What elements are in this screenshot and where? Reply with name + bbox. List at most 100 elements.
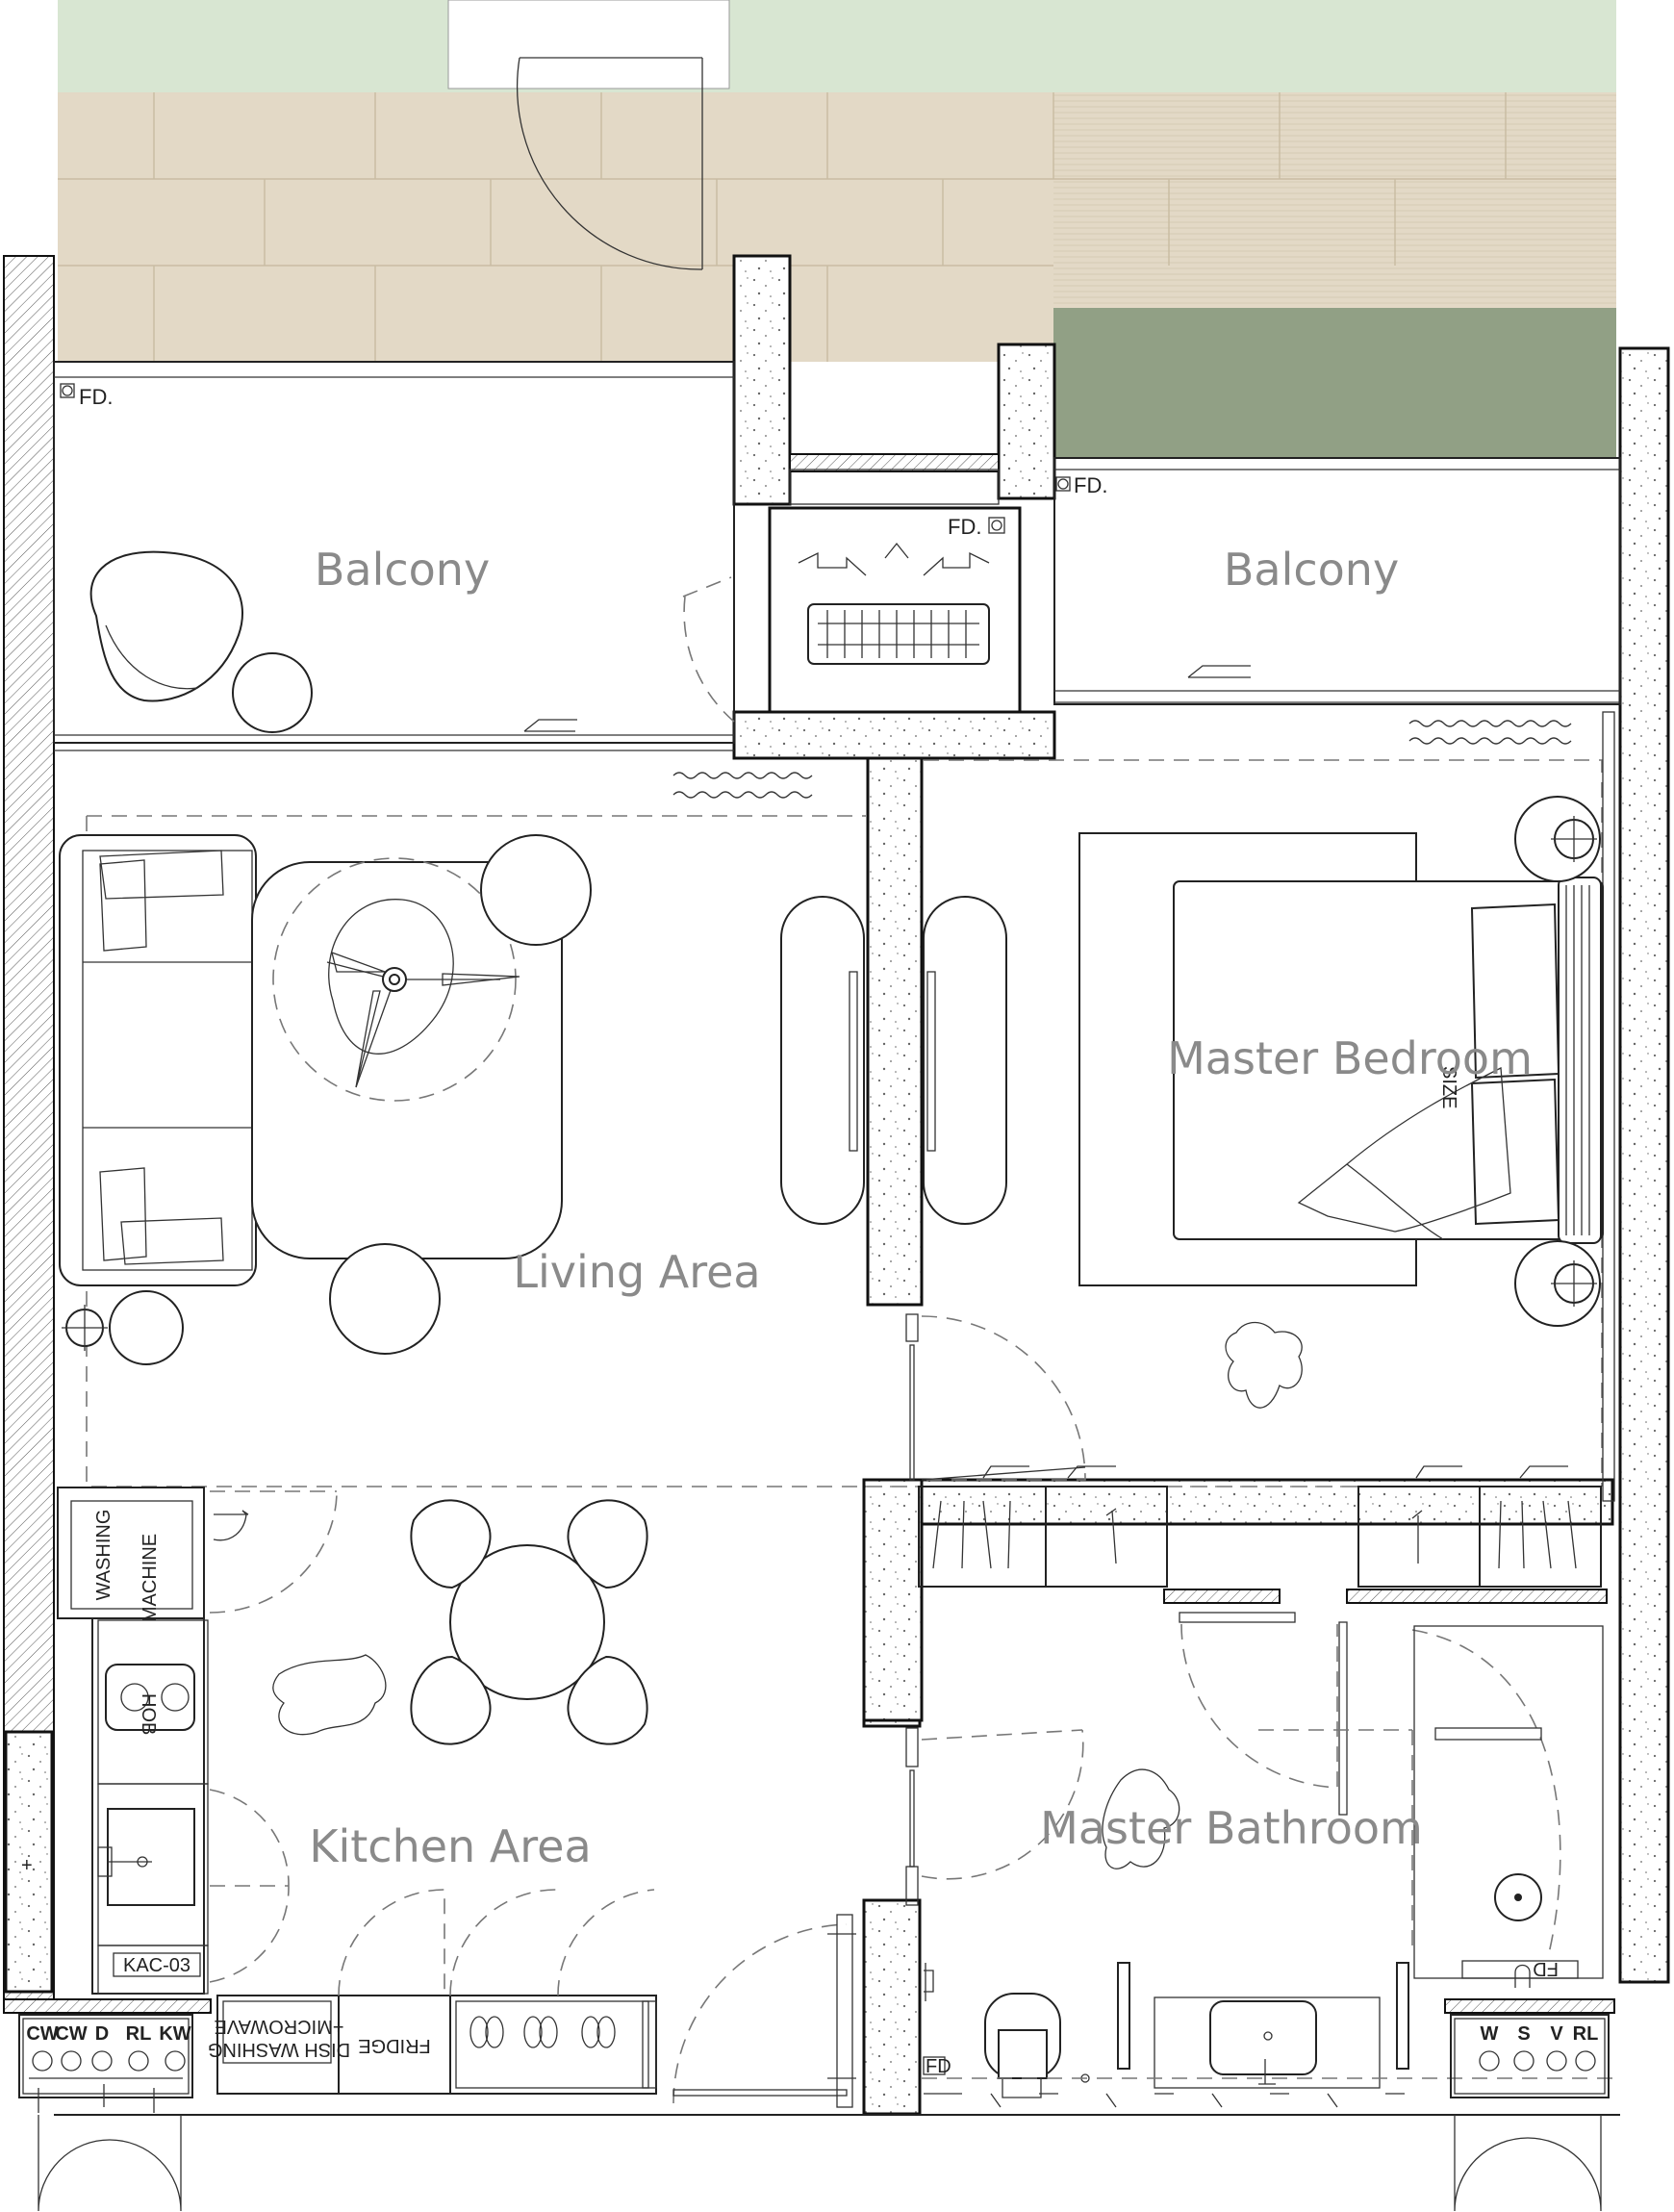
label-living-area: Living Area [513, 1246, 760, 1298]
floor-drain-tag: FD. [948, 515, 981, 539]
meter-label: RL [126, 2023, 152, 2045]
kitchen-code-tag: KAC-03 [123, 1955, 190, 1976]
hob [105, 1664, 195, 1731]
meter-label: CW [26, 2023, 58, 2045]
side-table [480, 834, 592, 946]
left-wall [3, 255, 55, 2006]
partition-bath-lower [862, 1898, 922, 2116]
bottom-left-wall [3, 1998, 212, 2014]
svg-text:+: + [21, 1855, 33, 1876]
right-wall [1618, 346, 1670, 1984]
bath-mat [1102, 1768, 1180, 1869]
central-pier-right [997, 343, 1056, 500]
ac-unit: FD. [789, 469, 1005, 665]
vanity [1154, 1996, 1381, 2089]
side-table [329, 1243, 441, 1355]
meter-label: RL [1573, 2023, 1599, 2045]
floor-drain-tag: FD [926, 2056, 951, 2077]
dish-washing-tag: +MICROWAVE [214, 2016, 343, 2037]
meter-label: S [1517, 2023, 1530, 2045]
pillow [1470, 1078, 1560, 1226]
label-balcony-left: Balcony [315, 544, 490, 596]
gate-swing-arc [517, 57, 703, 270]
washing-machine-tag: MACHINE [140, 1534, 161, 1622]
meter-label: D [95, 2023, 109, 2045]
curtain-track [672, 772, 813, 799]
floor-drain-tag: FD. [1074, 473, 1107, 497]
dining-chair [410, 1499, 492, 1589]
deck-board-joints [58, 92, 1616, 362]
dining-chair [410, 1655, 492, 1745]
central-pier [732, 254, 792, 506]
kitchen-mat [272, 1654, 387, 1736]
tiles-edge [924, 2093, 1405, 2108]
bed-size-tag: SIZE [1438, 1066, 1459, 1108]
lawn-light [58, 0, 1616, 92]
swivel-chair [328, 899, 454, 1055]
shower-enclosure [1413, 1625, 1604, 1979]
dining-chair [567, 1499, 648, 1589]
partition-living-bedroom [866, 756, 924, 1307]
lounge-chair [89, 550, 243, 702]
deck-grain [1053, 92, 1616, 308]
washing-machine-tag: WASHING [93, 1510, 114, 1601]
side-table [232, 652, 313, 733]
lawn-dark [1053, 308, 1616, 458]
bench [780, 896, 865, 1225]
bottom-right-wall [1444, 1998, 1615, 2014]
left-wall-panel [4, 1730, 54, 1994]
landscape [58, 0, 1616, 458]
label-master-bedroom: Master Bedroom [1167, 1032, 1533, 1084]
shower-screen [1258, 1729, 1413, 1953]
dish-washing-tag: DISH WASHING [208, 2039, 350, 2060]
bench [923, 896, 1007, 1225]
kitchen-area: WASHING MACHINE HOB KAC-03 DISH WASHING … [57, 1487, 856, 2108]
duvet [1297, 1066, 1511, 1240]
shoe-cabinet [455, 2000, 657, 2089]
dining-table [449, 1544, 605, 1700]
floor-mat [1225, 1321, 1303, 1409]
door-swing [921, 1315, 1086, 1481]
wardrobes [918, 1465, 1608, 1604]
door-swing [1180, 1623, 1338, 1789]
meter-label: V [1550, 2023, 1563, 2045]
door-swing [682, 576, 735, 723]
master-bathroom: FD FD Master Bathroom [905, 1612, 1620, 2108]
meter-label: KW [159, 2023, 190, 2045]
floor-lamp [109, 1290, 184, 1365]
dining-set [410, 1499, 648, 1745]
washing-machine-cabinet [57, 1487, 205, 1619]
curtain-track [1408, 720, 1572, 745]
coffee-table [272, 857, 517, 1102]
kitchen-code-box [113, 1952, 201, 1977]
living-area: Living Area [59, 772, 1602, 1487]
sofa [59, 834, 257, 1286]
floor-drain-tag: FD [1533, 1958, 1559, 1979]
pillow [1470, 903, 1560, 1080]
label-kitchen-area: Kitchen Area [309, 1820, 591, 1872]
label-master-bathroom: Master Bathroom [1040, 1802, 1423, 1854]
floor-drain-tag: FD. [79, 385, 113, 409]
hob-tag: HOB [138, 1693, 159, 1735]
right-balcony: FD. Balcony [1053, 457, 1621, 705]
entry-door-swing [672, 1923, 848, 2104]
fridge-tag: FRIDGE [358, 2035, 431, 2056]
door-swing [921, 1729, 1084, 1880]
kitchen-sink [107, 1808, 195, 1906]
gate-opening [447, 0, 730, 89]
duct-box-wall [732, 710, 1056, 760]
dining-chair [567, 1655, 648, 1745]
basin [1209, 2000, 1317, 2075]
door-swing [209, 1490, 338, 1614]
wardrobe-wall-left [862, 1478, 924, 1722]
door-swing [338, 1889, 655, 1996]
door-swing [209, 1789, 290, 1983]
label-balcony-right: Balcony [1224, 544, 1399, 596]
master-bedroom: SIZE Master Bedroom [905, 711, 1615, 1502]
lawn-grate [789, 453, 1000, 472]
meter-label: CW [55, 2023, 87, 2045]
meter-label: W [1481, 2023, 1499, 2045]
